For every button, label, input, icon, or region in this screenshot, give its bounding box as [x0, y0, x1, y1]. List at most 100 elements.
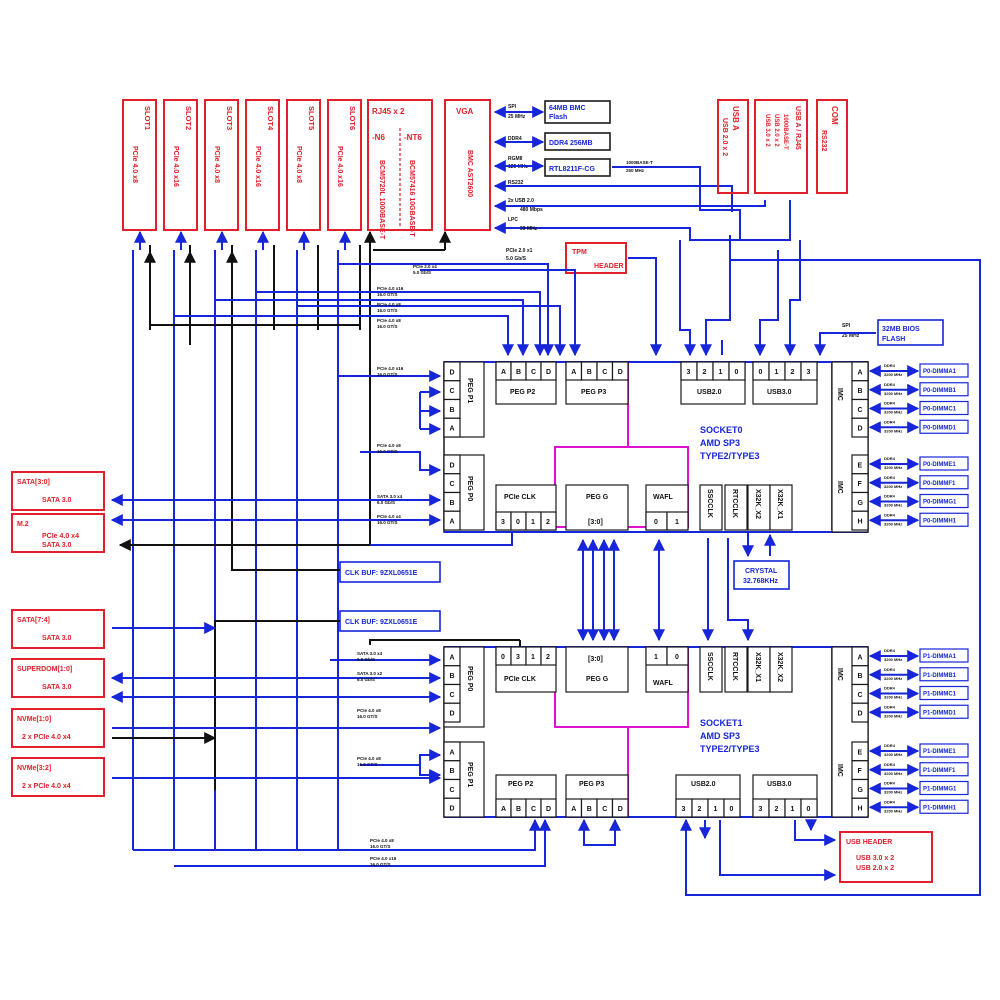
link-speed: 16.0 GT/S	[377, 372, 398, 377]
slot-desc: PCIe 4.0 x8	[131, 146, 138, 183]
link-label: PCIe 4.0 x4	[377, 514, 401, 519]
svg-text:D: D	[546, 369, 551, 376]
svg-text:SPI: SPI	[842, 323, 851, 329]
svg-text:B: B	[450, 500, 455, 507]
usb20-label: USB2.0	[697, 389, 722, 396]
range-label: [3:0]	[588, 519, 603, 526]
svg-text:250 MHz: 250 MHz	[626, 168, 645, 173]
link-label: PCIe 4.0 x8	[357, 708, 381, 713]
svg-text:0: 0	[807, 806, 811, 813]
bmc-bus-labels: RS232 2x USB 2.0 480 Mbps LPC 33 MHz PCI…	[506, 180, 543, 262]
link-label: PCIe 4.0 x8	[377, 318, 401, 323]
svg-text:0: 0	[675, 654, 679, 661]
x32_1-label: X32K_X1	[776, 489, 783, 519]
pcie_clk-label: PCIe CLK	[504, 494, 536, 501]
dimm-label: P1-DIMMG1	[923, 787, 957, 793]
link-speed: 5.0 Gb/S	[413, 270, 431, 275]
svg-text:G: G	[858, 787, 864, 794]
svg-text:G: G	[858, 500, 864, 507]
svg-text:FLASH: FLASH	[882, 336, 905, 343]
svg-text:DDR4: DDR4	[884, 743, 896, 748]
link-speed: 16.0 GT/S	[357, 762, 378, 767]
svg-text:F: F	[858, 768, 863, 775]
svg-text:A: A	[450, 426, 455, 433]
dimm-label: P0-DIMMB1	[923, 388, 957, 394]
svg-text:PCIe 2.0 x1: PCIe 2.0 x1	[506, 248, 533, 254]
svg-text:64MB BMC: 64MB BMC	[549, 105, 586, 112]
left-box-title: NVMe[3:2]	[17, 765, 51, 772]
svg-text:25 MHz: 25 MHz	[508, 114, 526, 120]
peg_p0-label: PEG P0	[466, 666, 473, 691]
dimm-label: P1-DIMMB1	[923, 673, 957, 679]
svg-text:2: 2	[775, 806, 779, 813]
left-box-title: NVMe[1:0]	[17, 716, 51, 723]
rj45-right-desc: BCM57416 10GBASE-T	[408, 160, 415, 237]
link-label: SATA 3.0 x2	[357, 671, 383, 676]
dimm-label: P0-DIMMF1	[923, 481, 956, 487]
clkbuf-bottom: CLK BUF: 9ZXL0651E	[339, 610, 441, 632]
svg-text:D: D	[450, 462, 455, 469]
clkbuf-top: CLK BUF: 9ZXL0651E	[339, 561, 441, 583]
link-speed: 16.0 GT/S	[370, 844, 391, 849]
svg-text:C: C	[602, 806, 607, 813]
imc-label: IMC	[836, 481, 843, 494]
link-speed: 6.0 Gb/S	[377, 500, 395, 505]
svg-text:3: 3	[682, 806, 686, 813]
slot-name: SLOT5	[307, 106, 316, 130]
dimm-label: P0-DIMMC1	[923, 407, 957, 413]
link-label: SATA 3.0 x4	[357, 651, 383, 656]
link-speed: 16.0 GT/S	[377, 449, 398, 454]
svg-text:3200 MHz: 3200 MHz	[884, 790, 902, 795]
usb-header-box: USB HEADER USB 3.0 x 2 USB 2.0 x 2	[839, 831, 933, 883]
left-box-desc2: SATA 3.0	[42, 542, 72, 549]
socket1-name: SOCKET1	[700, 718, 743, 728]
left-box-desc: SATA 3.0	[42, 497, 72, 504]
link-speed: 16.0 GT/S	[377, 292, 398, 297]
dimm-label: P1-DIMMD1	[923, 710, 957, 716]
bios-flash-box: 32MB BIOS FLASH SPI 25 MHz	[814, 319, 944, 357]
pcie_clk-label: PCIe CLK	[504, 676, 536, 683]
svg-text:DDR4: DDR4	[884, 456, 896, 461]
svg-text:C: C	[858, 407, 863, 414]
left-box-2: SATA[7:4]SATA 3.0	[11, 609, 105, 649]
svg-text:LPC: LPC	[508, 217, 518, 223]
left-box-title: SATA[7:4]	[17, 617, 50, 624]
link-label: PCIe 4.0 x8	[370, 838, 394, 843]
peg_p3-label: PEG P3	[581, 389, 606, 396]
svg-text:DDR4: DDR4	[884, 799, 896, 804]
svg-text:D: D	[450, 711, 455, 718]
link-label: PCIe 4.0 x8	[357, 756, 381, 761]
svg-text:B: B	[516, 369, 521, 376]
peg_p3-label: PEG P3	[579, 781, 604, 788]
rj45-left-desc: BCM5720L 1000BASE-T	[378, 160, 385, 240]
svg-text:1: 1	[654, 654, 658, 661]
svg-text:F: F	[858, 481, 863, 488]
svg-text:3200 MHz: 3200 MHz	[884, 391, 902, 396]
svg-text:A: A	[450, 749, 455, 756]
socket0-line2: AMD SP3	[700, 438, 740, 448]
svg-text:C: C	[858, 692, 863, 699]
svg-text:USB 3.0 x 2: USB 3.0 x 2	[764, 114, 770, 147]
svg-text:1: 1	[675, 519, 679, 526]
svg-text:D: D	[618, 369, 623, 376]
svg-text:B: B	[450, 407, 455, 414]
slot-name: SLOT2	[184, 106, 193, 130]
slot-name: SLOT6	[348, 106, 357, 130]
svg-text:DDR4: DDR4	[884, 475, 896, 480]
svg-text:D: D	[450, 369, 455, 376]
left-box-title: SUPERDOM[1:0]	[17, 666, 72, 673]
svg-text:3200 MHz: 3200 MHz	[884, 771, 902, 776]
svg-text:0: 0	[735, 369, 739, 376]
svg-text:DDR4: DDR4	[884, 363, 896, 368]
svg-text:3: 3	[501, 519, 505, 526]
peg_p2-label: PEG P2	[508, 781, 533, 788]
